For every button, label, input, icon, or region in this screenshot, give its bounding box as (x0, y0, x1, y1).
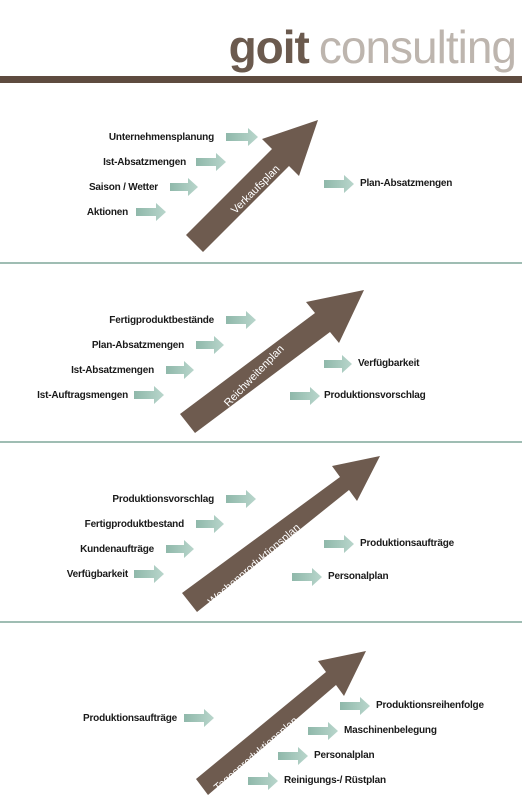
output-label: Produktionsreihenfolge (376, 700, 484, 711)
input-label: Ist-Auftragsmengen (37, 390, 128, 401)
input-label: Saison / Wetter (88, 182, 158, 193)
planning-panel-verkaufsplan: Verkaufsplan Unternehmensplanung Ist-Abs… (0, 84, 522, 262)
output-label: Produktionsaufträge (360, 538, 454, 549)
input-label: Ist-Absatzmengen (71, 365, 154, 376)
output-label: Produktionsvorschlag (324, 390, 426, 401)
input-arrows (136, 128, 258, 221)
planning-panel-tagesproduktionsplan: Tagesproduktionsplan Produktionsaufträge… (0, 623, 522, 800)
planning-panel-wochenproduktionsplan: Wochenproduktionsplan Produktionsvorschl… (0, 443, 522, 621)
input-label: Kundenaufträge (80, 544, 154, 555)
input-label: Fertigproduktbestände (109, 315, 214, 326)
output-label: Maschinenbelegung (344, 725, 437, 736)
planning-panel-reichweitenplan: Reichweitenplan Fertigproduktbestände Pl… (0, 264, 522, 441)
panel-separator (0, 621, 522, 623)
input-arrows (134, 311, 256, 404)
input-label: Produktionsvorschlag (112, 494, 214, 505)
output-label: Personalplan (328, 571, 389, 582)
output-label: Verfügbarkeit (358, 358, 420, 369)
output-label: Personalplan (314, 750, 375, 761)
panel-graphics (134, 290, 364, 433)
big-arrow (180, 290, 364, 433)
input-arrows (134, 490, 256, 583)
panel-graphics (136, 120, 354, 252)
input-label: Plan-Absatzmengen (91, 340, 184, 351)
input-label: Ist-Absatzmengen (103, 157, 186, 168)
big-arrow (196, 651, 366, 795)
logo-goit: goit (228, 21, 310, 73)
input-label: Aktionen (86, 207, 128, 218)
input-label: Unternehmensplanung (108, 132, 214, 143)
input-label: Produktionsaufträge (83, 713, 177, 724)
panel-separator (0, 262, 522, 264)
header-rule (0, 76, 522, 83)
input-label: Fertigproduktbestand (84, 519, 185, 530)
logo-consulting: consulting (318, 21, 517, 73)
output-arrows (290, 355, 352, 405)
output-arrows (248, 697, 370, 790)
input-label: Verfügbarkeit (66, 569, 129, 580)
panel-separator (0, 441, 522, 443)
output-label: Reinigungs-/ Rüstplan (284, 775, 386, 786)
big-arrow (182, 456, 380, 612)
output-label: Plan-Absatzmengen (360, 178, 453, 189)
output-arrows (324, 175, 354, 193)
input-arrows (184, 709, 214, 727)
big-arrow (186, 120, 318, 252)
panel-graphics (134, 456, 380, 612)
panel-graphics (184, 651, 370, 795)
output-arrows (292, 535, 354, 586)
